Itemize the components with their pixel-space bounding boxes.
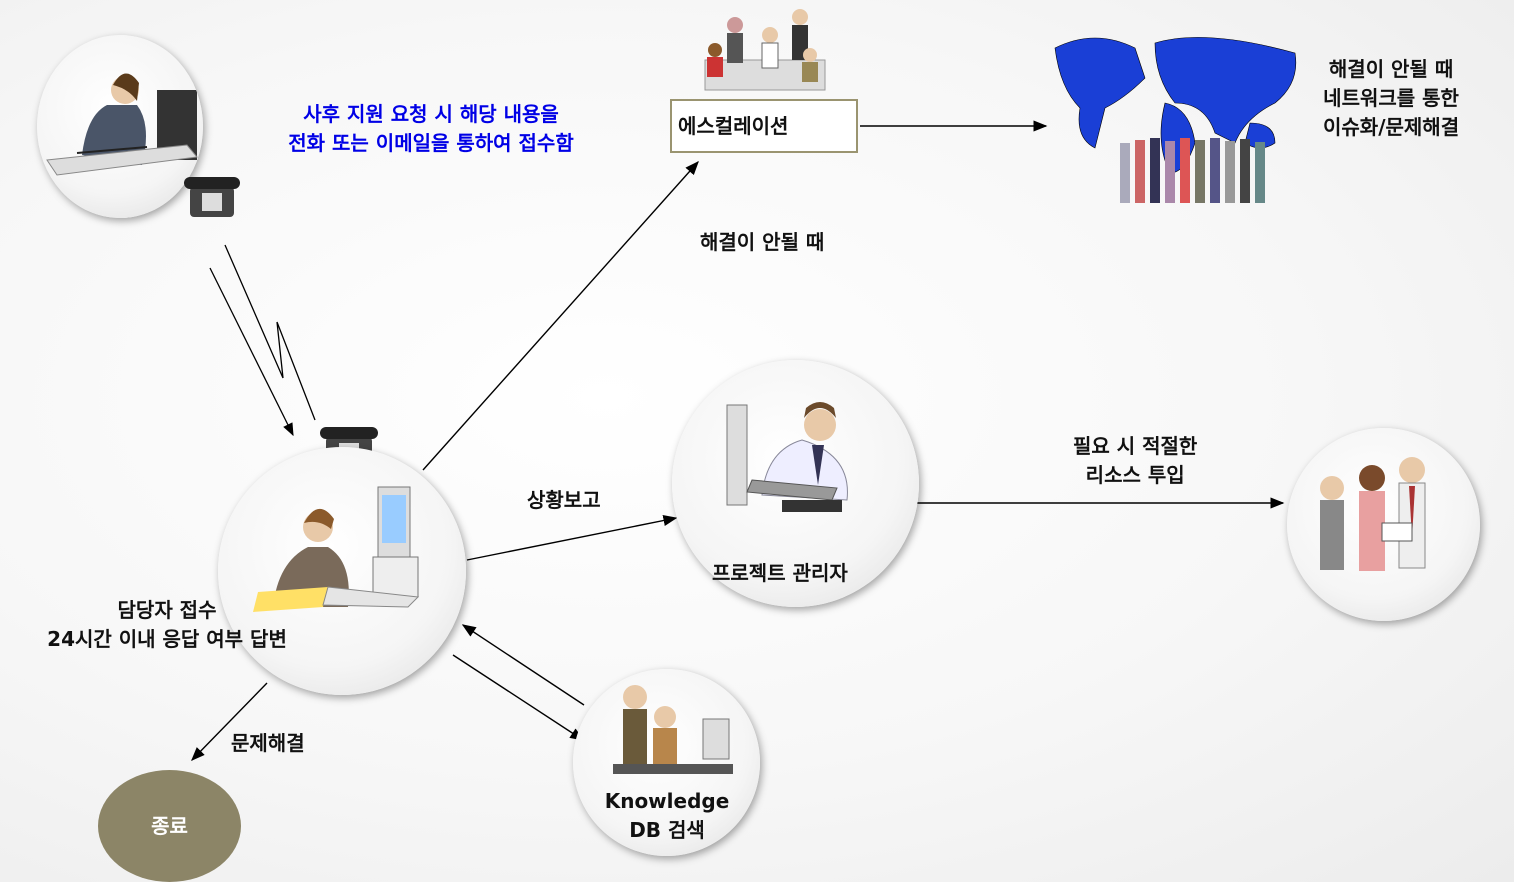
pm-label: 프로젝트 관리자 [712, 561, 848, 585]
group-reading-icon [1320, 457, 1426, 571]
staff-text-line-1: 담당자 접수 [117, 598, 217, 622]
end-node: 종료 [98, 770, 241, 882]
network-text-line-2: 네트워크를 통한 [1323, 86, 1459, 110]
resources-node [1287, 428, 1480, 621]
arrow-to-escalation [422, 160, 699, 471]
escalation-box: 에스컬레이션 [670, 99, 858, 153]
resource-text: 필요 시 적절한 리소스 투입 [1073, 432, 1197, 490]
phone-call-connector [209, 244, 316, 437]
network-text-line-1: 해결이 안될 때 [1328, 57, 1454, 81]
woman-at-computer-icon [253, 486, 420, 612]
report-label: 상황보고 [527, 488, 601, 512]
caller-node [37, 35, 203, 218]
resource-text-line-1: 필요 시 적절한 [1073, 434, 1198, 458]
woman-on-phone-icon [46, 73, 198, 176]
team-meeting-icon [704, 9, 826, 91]
kb-text-line-2: DB 검색 [629, 818, 705, 842]
request-text-line-2: 전화 또는 이메일을 통하여 접수함 [288, 131, 574, 155]
crowd-icon [1120, 138, 1265, 203]
staff-text: 담당자 접수 24시간 이내 응답 여부 답변 [8, 596, 326, 654]
staff-text-line-2: 24시간 이내 응답 여부 답변 [47, 627, 287, 651]
arrow-to-kb [452, 654, 585, 741]
request-text: 사후 지원 요청 시 해당 내용을 전화 또는 이메일을 통하여 접수함 [236, 100, 626, 158]
network-text: 해결이 안될 때 네트워크를 통한 이슈화/문제해결 [1323, 55, 1459, 142]
telephone-icon [184, 177, 240, 217]
request-text-line-1: 사후 지원 요청 시 해당 내용을 [303, 102, 559, 126]
network-text-line-3: 이슈화/문제해결 [1323, 115, 1460, 139]
staff-node [218, 447, 466, 695]
resource-text-line-2: 리소스 투입 [1085, 463, 1185, 487]
arrow-to-end [191, 682, 268, 762]
man-at-computer-icon [726, 402, 848, 512]
unresolved-label: 해결이 안될 때 [700, 230, 825, 254]
kb-node [573, 669, 760, 856]
resolve-label: 문제해결 [231, 731, 305, 755]
kb-text-line-1: Knowledge [604, 789, 730, 813]
arrow-from-kb [461, 624, 585, 706]
world-map-icon [1054, 37, 1297, 203]
pm-node [672, 360, 919, 607]
people-at-computer-icon [613, 685, 733, 774]
arrow-to-pm [466, 514, 678, 561]
kb-text: Knowledge DB 검색 [597, 787, 737, 845]
